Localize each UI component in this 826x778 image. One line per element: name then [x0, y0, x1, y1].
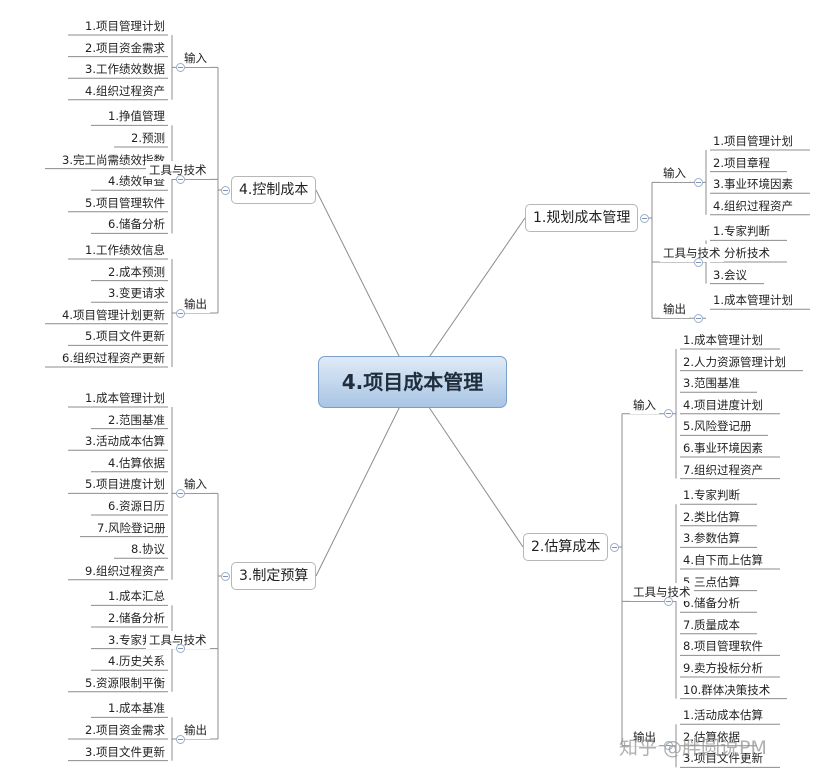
- root-branch-line: [315, 381, 413, 577]
- collapse-toggle-icon[interactable]: [175, 488, 185, 498]
- watermark: 知乎 @胖圆说PM: [619, 737, 767, 759]
- tool-item[interactable]: 8.项目管理软件: [683, 639, 763, 654]
- output-item[interactable]: 4.项目管理计划更新: [62, 307, 165, 322]
- tool-item[interactable]: 2.储备分析: [108, 611, 165, 625]
- tool-item[interactable]: 6.储备分析: [108, 217, 165, 232]
- collapse-toggle-icon[interactable]: [693, 313, 703, 323]
- tool-item[interactable]: 3.参数估算: [683, 531, 740, 546]
- collapse-toggle-icon[interactable]: [220, 185, 230, 195]
- category-label[interactable]: 输出: [630, 727, 659, 746]
- tool-item[interactable]: 10.群体决策技术: [683, 682, 771, 697]
- input-item[interactable]: 9.组织过程资产: [85, 563, 165, 578]
- collapse-toggle-icon[interactable]: [663, 596, 673, 606]
- input-item[interactable]: 7.组织过程资产: [683, 462, 763, 477]
- tool-item[interactable]: 3.会议: [713, 267, 747, 282]
- category-label[interactable]: 输入: [630, 395, 659, 414]
- tool-item[interactable]: 1.专家判断: [683, 488, 740, 503]
- collapse-toggle-icon[interactable]: [663, 409, 673, 419]
- input-item[interactable]: 7.风险登记册: [97, 520, 166, 535]
- collapse-toggle-icon[interactable]: [693, 257, 703, 267]
- branch-topic-1[interactable]: 1.规划成本管理: [525, 204, 639, 232]
- input-item[interactable]: 1.项目管理计划: [713, 134, 793, 148]
- output-item[interactable]: 1.活动成本估算: [683, 708, 763, 723]
- root-branch-line: [411, 381, 524, 548]
- category-label[interactable]: 输出: [181, 295, 210, 313]
- tool-item[interactable]: 2.分析技术: [713, 246, 770, 260]
- input-item[interactable]: 3.工作绩效数据: [85, 62, 165, 77]
- output-item[interactable]: 3.项目文件更新: [683, 751, 763, 766]
- tool-item[interactable]: 3.完工尚需绩效指数: [62, 152, 165, 167]
- output-item[interactable]: 1.成本管理计划: [713, 293, 793, 308]
- collapse-toggle-icon[interactable]: [175, 62, 185, 72]
- input-item[interactable]: 4.估算依据: [108, 455, 165, 470]
- input-item[interactable]: 6.事业环境因素: [683, 441, 763, 455]
- input-item[interactable]: 5.风险登记册: [683, 419, 752, 434]
- input-item[interactable]: 4.组织过程资产: [713, 198, 793, 213]
- input-item[interactable]: 3.事业环境因素: [713, 177, 793, 192]
- branch-topic-3[interactable]: 3.制定预算: [231, 562, 317, 590]
- category-label[interactable]: 输入: [181, 49, 210, 68]
- collapse-toggle-icon[interactable]: [693, 177, 703, 187]
- collapse-toggle-icon[interactable]: [175, 174, 185, 184]
- root-branch-line: [315, 189, 413, 383]
- category-label[interactable]: 输出: [660, 300, 689, 319]
- tool-item[interactable]: 1.挣值管理: [108, 109, 165, 124]
- tool-item[interactable]: 1.专家判断: [713, 224, 770, 239]
- input-item[interactable]: 3.范围基准: [683, 376, 740, 391]
- collapse-toggle-icon[interactable]: [639, 213, 649, 223]
- root-branch-line: [411, 217, 526, 383]
- input-item[interactable]: 4.组织过程资产: [85, 83, 165, 98]
- tool-item[interactable]: 5.三点估算: [683, 574, 740, 589]
- root-topic[interactable]: 4.项目成本管理: [318, 356, 507, 408]
- input-item[interactable]: 6.资源日历: [108, 499, 165, 513]
- output-item[interactable]: 1.工作绩效信息: [85, 243, 165, 257]
- collapse-toggle-icon[interactable]: [663, 741, 673, 751]
- input-item[interactable]: 1.项目管理计划: [85, 19, 165, 33]
- category-label[interactable]: 输出: [181, 721, 210, 739]
- branch-topic-4[interactable]: 4.控制成本: [231, 176, 317, 204]
- output-item[interactable]: 2.项目资金需求: [85, 723, 165, 737]
- input-item[interactable]: 1.成本管理计划: [85, 391, 165, 405]
- tool-item[interactable]: 6.储备分析: [683, 596, 740, 611]
- output-item[interactable]: 3.变更请求: [108, 286, 165, 301]
- input-item[interactable]: 2.项目章程: [713, 155, 770, 170]
- tool-item[interactable]: 2.类比估算: [683, 509, 740, 524]
- input-item[interactable]: 2.项目资金需求: [85, 40, 165, 55]
- output-item[interactable]: 5.项目文件更新: [85, 329, 165, 344]
- tool-item[interactable]: 9.卖方投标分析: [683, 661, 763, 675]
- tool-item[interactable]: 5.项目管理软件: [85, 195, 165, 210]
- category-label[interactable]: 输入: [660, 164, 689, 183]
- branch-topic-2[interactable]: 2.估算成本: [523, 533, 609, 561]
- input-item[interactable]: 2.范围基准: [108, 412, 165, 427]
- tool-item[interactable]: 1.成本汇总: [108, 589, 165, 604]
- category-label[interactable]: 输入: [181, 475, 210, 494]
- category-label[interactable]: 工具与技术: [660, 244, 724, 262]
- tool-item[interactable]: 4.历史关系: [108, 654, 165, 669]
- output-item[interactable]: 2.成本预测: [108, 264, 165, 279]
- tool-item[interactable]: 4.自下而上估算: [683, 553, 763, 567]
- input-item[interactable]: 3.活动成本估算: [85, 434, 165, 449]
- input-item[interactable]: 2.人力资源管理计划: [683, 354, 786, 369]
- collapse-toggle-icon[interactable]: [175, 308, 185, 318]
- output-item[interactable]: 2.估算依据: [683, 729, 740, 744]
- category-label[interactable]: 工具与技术: [146, 630, 210, 649]
- output-item[interactable]: 6.组织过程资产更新: [62, 351, 165, 365]
- input-item[interactable]: 1.成本管理计划: [683, 333, 763, 347]
- output-item[interactable]: 3.项目文件更新: [85, 744, 165, 759]
- input-item[interactable]: 4.项目进度计划: [683, 397, 763, 412]
- collapse-toggle-icon[interactable]: [609, 542, 619, 552]
- collapse-toggle-icon[interactable]: [175, 644, 185, 654]
- tool-item[interactable]: 5.资源限制平衡: [85, 675, 165, 690]
- input-item[interactable]: 5.项目进度计划: [85, 477, 165, 492]
- input-item[interactable]: 8.协议: [131, 542, 165, 557]
- tool-item[interactable]: 7.质量成本: [683, 617, 740, 632]
- collapse-toggle-icon[interactable]: [175, 734, 185, 744]
- collapse-toggle-icon[interactable]: [220, 571, 230, 581]
- output-item[interactable]: 1.成本基准: [108, 701, 165, 716]
- category-label[interactable]: 工具与技术: [146, 161, 210, 180]
- tool-item[interactable]: 2.预测: [131, 131, 165, 145]
- category-label[interactable]: 工具与技术: [630, 583, 694, 602]
